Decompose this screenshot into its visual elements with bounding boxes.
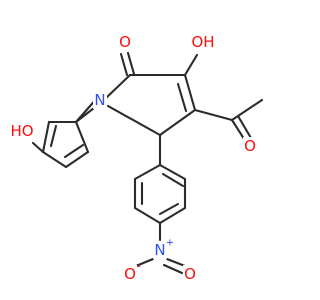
hydroxyphenyl-ring — [31, 95, 100, 169]
lactam-carbonyl — [119, 51, 136, 77]
bond-c3-oh — [183, 53, 199, 77]
nitro-oxygen-single-label: O — [124, 265, 136, 283]
bond-acyl-o-b — [236, 114, 253, 140]
bond-n-o-double-a — [165, 257, 187, 268]
np-bond-3-inner — [158, 202, 180, 216]
hp-bond-1 — [74, 120, 90, 154]
np-bond-4 — [133, 206, 162, 225]
np-bond-1-inner — [161, 172, 185, 188]
lactam-oxygen-label: O — [119, 33, 131, 51]
enol-oh-label: OH — [191, 33, 214, 51]
nitro-group — [134, 257, 187, 275]
nitro-plus-charge: + — [166, 238, 174, 249]
acetyl-group — [193, 98, 264, 144]
hp-bond-4-inner — [49, 124, 58, 148]
bond-ring-oh — [31, 141, 45, 154]
hp-bond-3 — [41, 150, 68, 169]
bond-n1-c2 — [104, 73, 132, 100]
hp-bond-2-inner — [63, 143, 85, 159]
phenol-oh-label: HO — [10, 122, 33, 140]
hp-bond-2 — [64, 150, 90, 169]
nitro-minus-charge: - — [137, 262, 141, 273]
molecule-structure: O OH N HO O N + O O - — [10, 33, 264, 283]
bond-n-o-double-b — [162, 263, 184, 275]
bond-c3-c4-inner — [176, 82, 188, 113]
np-bond-1 — [158, 163, 187, 181]
ring-nitrogen-label: N — [94, 91, 105, 109]
nitro-nitrogen-label: N — [154, 241, 165, 259]
bond-c4-c5 — [158, 108, 197, 137]
np-bond-3 — [158, 206, 187, 225]
nitrophenyl-ring — [133, 133, 187, 242]
acetyl-oxygen-label: O — [244, 137, 256, 155]
nitro-oxygen-double-label: O — [184, 265, 196, 283]
bond-c4-acyl — [193, 108, 234, 122]
pyrrolone-ring — [104, 73, 197, 137]
hp-bond-4 — [41, 120, 51, 154]
bond-c3-c4 — [183, 73, 197, 112]
np-bond-6 — [133, 163, 162, 181]
bond-c2-o-b — [126, 51, 136, 76]
bond-acyl-methyl — [230, 98, 264, 122]
atom-labels: O OH N HO O N + O O - — [10, 33, 257, 283]
bond-n-o-single — [134, 257, 155, 268]
bond-c2-o-a — [119, 52, 129, 77]
bond-c5-n1 — [106, 104, 162, 137]
